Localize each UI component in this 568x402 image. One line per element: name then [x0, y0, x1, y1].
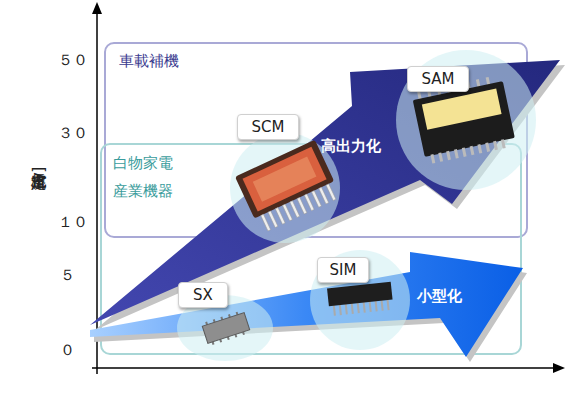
- group-box: 白物家電 産業機器 SX SIM: [100, 143, 522, 355]
- y-axis: [96, 12, 98, 374]
- axis-title: 定格電流 [A]: [30, 162, 48, 189]
- y-axis-head: [92, 2, 102, 14]
- group-title: 白物家電 産業機器: [113, 149, 183, 205]
- axis-tick-label: ５０: [58, 51, 88, 69]
- arrow-shadow: [94, 257, 527, 362]
- trend-arrow: 小型化: [86, 248, 531, 366]
- sx-package: [201, 310, 250, 346]
- arrow-outline: [86, 248, 531, 366]
- package-label: SX: [178, 282, 228, 308]
- x-axis: [92, 367, 554, 369]
- package-name: SX: [179, 283, 227, 307]
- axis-tick-label: ３０: [58, 124, 88, 142]
- package-name: SIM: [318, 258, 368, 282]
- arrow-body: [90, 252, 523, 357]
- trend-text: 小型化: [417, 286, 487, 306]
- group-box: 車載補機 SCM SAM: [104, 42, 528, 238]
- x-axis-head: [553, 363, 565, 373]
- axis-tick-label: ０: [60, 341, 75, 359]
- arrow-body: [90, 60, 560, 325]
- sim-package: [327, 282, 394, 317]
- axis-tick-label: ５: [60, 266, 75, 284]
- trend-text: 高出力化: [321, 136, 401, 156]
- arrow-shadow: [95, 65, 565, 330]
- group-title: 車載補機: [119, 47, 259, 75]
- package-label: SCM: [237, 114, 299, 140]
- scm-package: [235, 140, 341, 234]
- package-label: SIM: [317, 257, 369, 283]
- axis-tick-label: １０: [58, 213, 88, 231]
- package-name: SAM: [408, 67, 468, 91]
- highlight-circle: [310, 250, 410, 350]
- package-name: SCM: [238, 115, 298, 139]
- package-label: SAM: [407, 66, 469, 92]
- highlight-circle: [396, 50, 536, 190]
- highlight-circle: [230, 133, 340, 243]
